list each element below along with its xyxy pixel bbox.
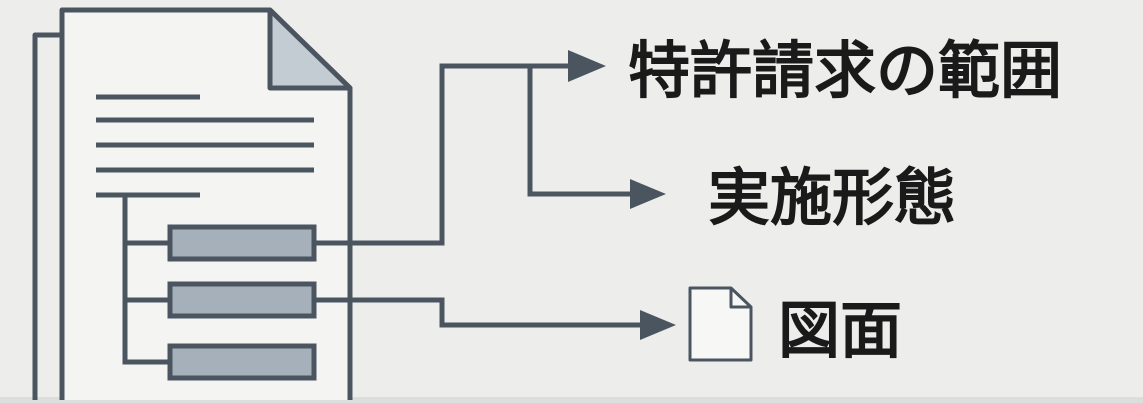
claims-label: 特許請求の範囲 — [628, 34, 1062, 107]
embodiments-block — [167, 281, 317, 319]
text-lines — [96, 94, 314, 198]
connector-to-drawings — [314, 297, 645, 328]
connector-to-claims — [314, 63, 580, 246]
arrowhead-drawings — [640, 310, 676, 340]
drawings-block — [167, 343, 317, 381]
connector-to-embodiments — [527, 66, 640, 197]
tree-connector — [122, 195, 170, 365]
arrowheads — [568, 50, 676, 340]
section-blocks — [167, 224, 317, 381]
back-sheet — [32, 32, 62, 400]
drawings-label: 図面 — [778, 294, 902, 367]
tree-trunk — [122, 195, 170, 365]
embodiments-label: 実施形態 — [708, 161, 956, 234]
page-icon — [688, 286, 753, 362]
connector-lines — [314, 63, 645, 328]
arrowhead-claims — [568, 50, 606, 82]
claims-block — [167, 224, 317, 262]
bottom-divider — [0, 397, 1143, 403]
folded-corner — [267, 7, 353, 91]
arrowhead-embodiments — [630, 179, 666, 209]
document-icon — [32, 7, 353, 400]
